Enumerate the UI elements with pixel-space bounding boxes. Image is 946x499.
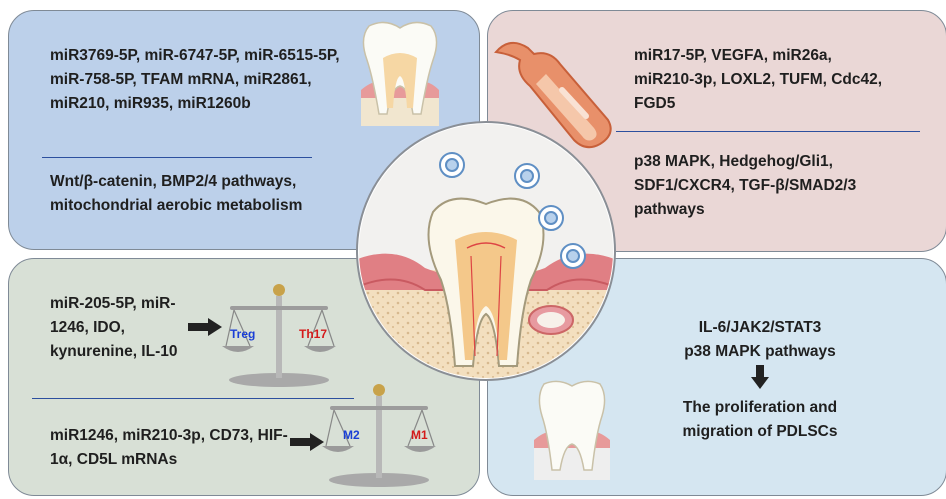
treg-label: Treg	[230, 326, 255, 342]
pathway-il6: IL-6/JAK2/STAT3	[640, 316, 880, 340]
divider-top-left	[42, 157, 312, 158]
divider-top-right	[616, 131, 920, 132]
angiogenic-pathways: p38 MAPK, Hedgehog/Gli1, SDF1/CXCR4, TGF…	[634, 150, 924, 222]
arrow-down-icon	[751, 365, 769, 389]
arrow-right-icon	[290, 433, 324, 451]
tooth-icon	[532, 378, 612, 482]
angiogenic-molecules: miR17-5P, VEGFA, miR26a, miR210-3p, LOXL…	[634, 44, 884, 116]
divider-bottom-left	[32, 398, 354, 399]
osteogenic-molecules: miR3769-5P, miR-6747-5P, miR-6515-5P, mi…	[50, 44, 348, 116]
proliferation-outcome: The proliferation and migration of PDLSC…	[650, 396, 870, 444]
arrow-right-icon	[188, 318, 222, 336]
immune-molecules-group2: miR1246, miR210-3p, CD73, HIF-1α, CD5L m…	[50, 424, 300, 472]
pathway-p38: p38 MAPK pathways	[640, 340, 880, 364]
m1-label: M1	[411, 427, 428, 443]
m2-label: M2	[343, 427, 360, 443]
immune-molecules-group1: miR-205-5P, miR-1246, IDO, kynurenine, I…	[50, 292, 200, 364]
tooth-icon	[355, 18, 445, 128]
central-tooth-illustration	[355, 120, 617, 382]
osteogenic-pathways: Wnt/β-catenin, BMP2/4 pathways, mitochon…	[50, 170, 360, 218]
th17-label: Th17	[299, 326, 327, 342]
